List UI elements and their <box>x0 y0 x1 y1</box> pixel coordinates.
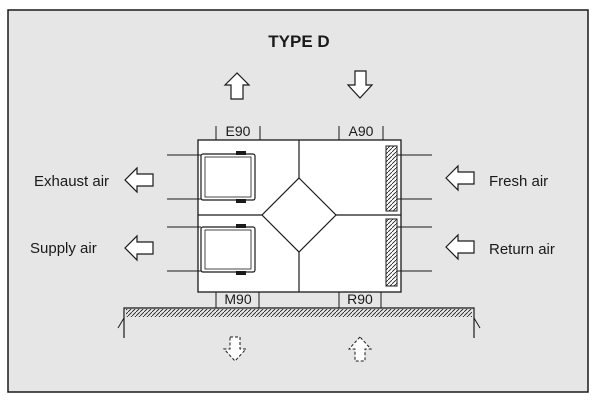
air-handling-unit <box>197 139 402 293</box>
diagram-title: TYPE D <box>268 32 329 51</box>
filter-bottom <box>385 218 398 287</box>
arrow-up-icon <box>223 72 251 100</box>
label-return-air: Return air <box>489 241 555 258</box>
ground-surface <box>117 307 481 338</box>
svg-text:E90: E90 <box>226 123 251 139</box>
arrow-down-dashed-icon <box>222 336 248 362</box>
svg-text:M90: M90 <box>224 291 251 307</box>
fan-bottom <box>200 224 256 275</box>
arrow-left-icon <box>445 164 475 192</box>
port-a90: A90 <box>338 123 384 140</box>
arrow-left-icon <box>124 166 154 194</box>
arrow-left-icon <box>124 234 154 262</box>
arrow-left-icon <box>445 233 475 261</box>
heat-exchanger <box>261 177 337 253</box>
filter-top <box>385 145 398 212</box>
arrow-down-icon <box>346 70 374 99</box>
label-supply-air: Supply air <box>30 240 97 257</box>
duct-lines-right <box>397 154 432 272</box>
port-r90: R90 <box>338 291 382 308</box>
label-fresh-air: Fresh air <box>489 173 548 190</box>
arrow-up-dashed-icon <box>347 336 373 362</box>
svg-text:A90: A90 <box>349 123 374 139</box>
svg-text:R90: R90 <box>347 291 373 307</box>
label-exhaust-air: Exhaust air <box>34 173 109 190</box>
fan-top <box>200 151 256 203</box>
port-e90: E90 <box>215 123 261 140</box>
duct-lines-left <box>167 154 201 272</box>
port-m90: M90 <box>215 291 260 308</box>
